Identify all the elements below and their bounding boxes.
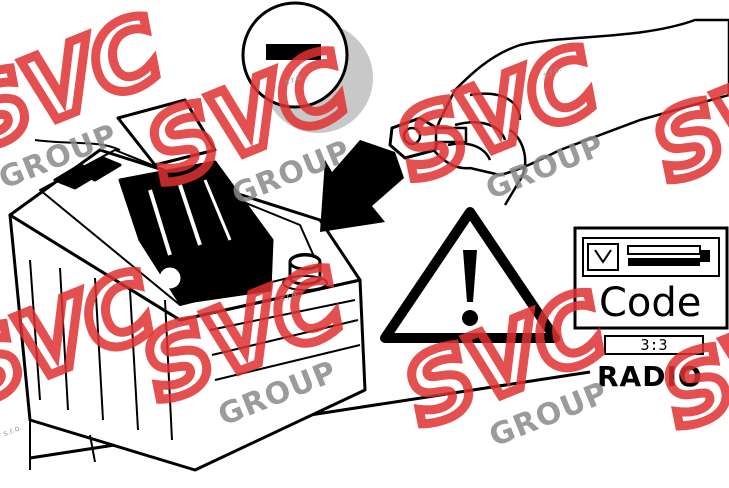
code-label: Code [599,280,701,326]
watermark-suffix: s.r.o. [2,423,23,439]
